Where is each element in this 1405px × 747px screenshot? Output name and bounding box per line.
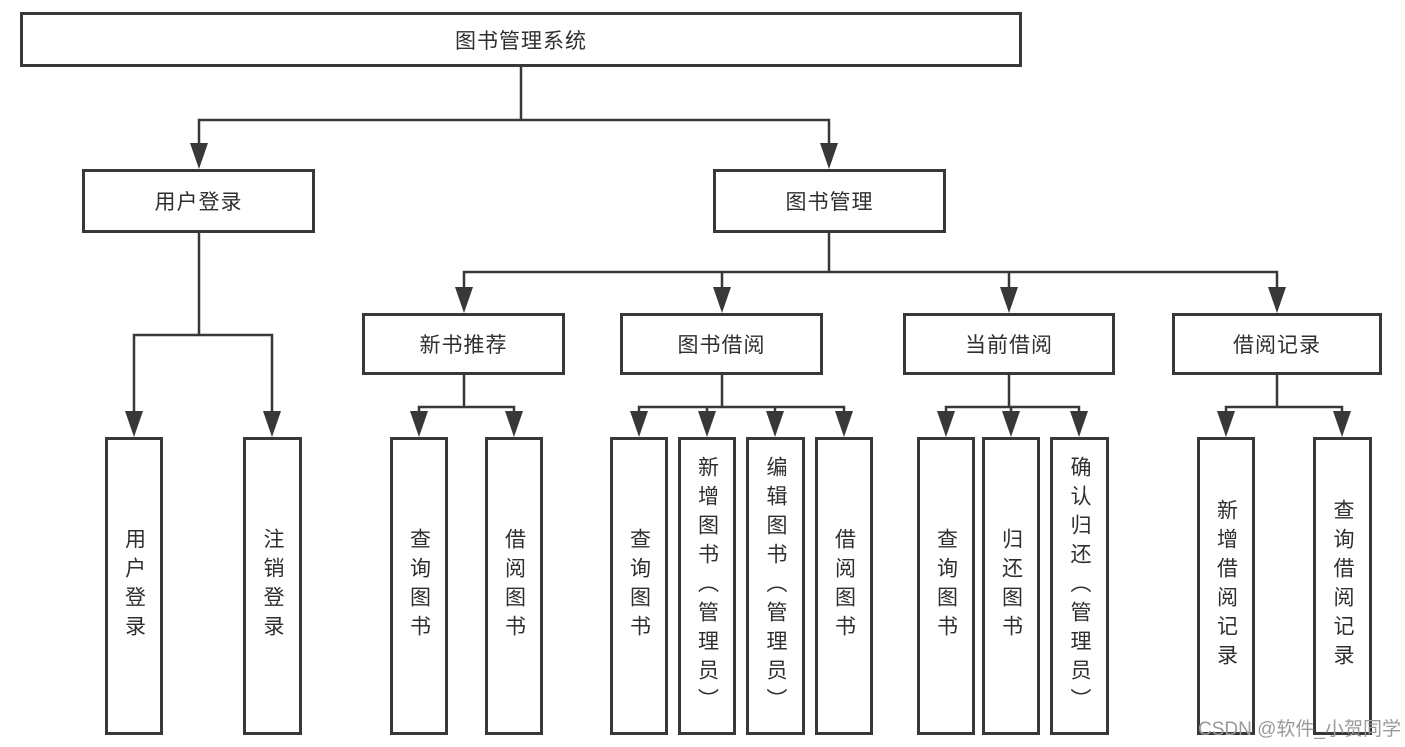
- leaf-edit-books-admin: 编辑图书（管理员）: [746, 437, 805, 735]
- leaf-logout-label: 注销登录: [261, 528, 284, 644]
- leaf-borrow-books-borrowing: 借阅图书: [815, 437, 873, 735]
- node-borrowing-records-label: 借阅记录: [1233, 334, 1321, 357]
- node-user-login: 用户登录: [82, 169, 315, 233]
- node-book-borrowing-label: 图书借阅: [677, 334, 766, 357]
- leaf-add-borrow-record: 新增借阅记录: [1197, 437, 1255, 735]
- csdn-watermark: CSDN @软件_小贺同学: [1198, 719, 1401, 740]
- leaf-edit-books-admin-label: 编辑图书（管理员）: [764, 455, 787, 717]
- node-book-management: 图书管理: [713, 169, 946, 233]
- leaf-query-borrow-record-label: 查询借阅记录: [1331, 499, 1354, 673]
- leaf-query-books-current: 查询图书: [917, 437, 975, 735]
- leaf-add-books-admin-label: 新增图书（管理员）: [695, 455, 719, 717]
- leaf-borrow-books-recommend: 借阅图书: [485, 437, 543, 735]
- leaf-borrow-books-borrowing-label: 借阅图书: [832, 528, 856, 644]
- connector-bookborrow-children: [637, 375, 846, 417]
- leaf-borrow-books-recommend-label: 借阅图书: [502, 528, 526, 644]
- connector-bookmgmt-children: [462, 233, 1279, 292]
- leaf-logout: 注销登录: [243, 437, 302, 735]
- node-book-management-label: 图书管理: [785, 191, 874, 214]
- node-root-system: 图书管理系统: [20, 12, 1022, 67]
- leaf-query-books-recommend-label: 查询图书: [407, 528, 431, 644]
- connector-root-to-level2: [197, 67, 831, 147]
- node-book-borrowing: 图书借阅: [620, 313, 823, 375]
- connector-records-children: [1224, 375, 1344, 417]
- leaf-query-books-borrowing: 查询图书: [610, 437, 668, 735]
- connector-currentborrow-children: [944, 375, 1081, 417]
- leaf-return-books: 归还图书: [982, 437, 1040, 735]
- leaf-query-books-borrowing-label: 查询图书: [627, 528, 651, 644]
- leaf-confirm-return-admin-label: 确认归还（管理员）: [1068, 455, 1091, 717]
- node-new-book-recommend: 新书推荐: [362, 313, 565, 375]
- leaf-add-books-admin: 新增图书（管理员）: [678, 437, 736, 735]
- node-current-borrowing: 当前借阅: [903, 313, 1115, 375]
- node-root-label: 图书管理系统: [455, 29, 587, 53]
- connector-newbook-children: [417, 375, 516, 417]
- leaf-query-borrow-record: 查询借阅记录: [1313, 437, 1372, 735]
- leaf-user-login: 用户登录: [105, 437, 163, 735]
- leaf-confirm-return-admin: 确认归还（管理员）: [1050, 437, 1109, 735]
- node-new-book-recommend-label: 新书推荐: [419, 334, 508, 357]
- arrowheads: [125, 143, 1351, 437]
- leaf-add-borrow-record-label: 新增借阅记录: [1214, 499, 1238, 673]
- leaf-query-books-current-label: 查询图书: [934, 528, 958, 644]
- node-borrowing-records: 借阅记录: [1172, 313, 1382, 375]
- node-current-borrowing-label: 当前借阅: [965, 334, 1053, 357]
- node-user-login-label: 用户登录: [154, 191, 243, 214]
- leaf-return-books-label: 归还图书: [999, 528, 1023, 644]
- leaf-query-books-recommend: 查询图书: [390, 437, 448, 735]
- leaf-user-login-label: 用户登录: [122, 528, 146, 644]
- connector-userlogin-children: [132, 233, 274, 416]
